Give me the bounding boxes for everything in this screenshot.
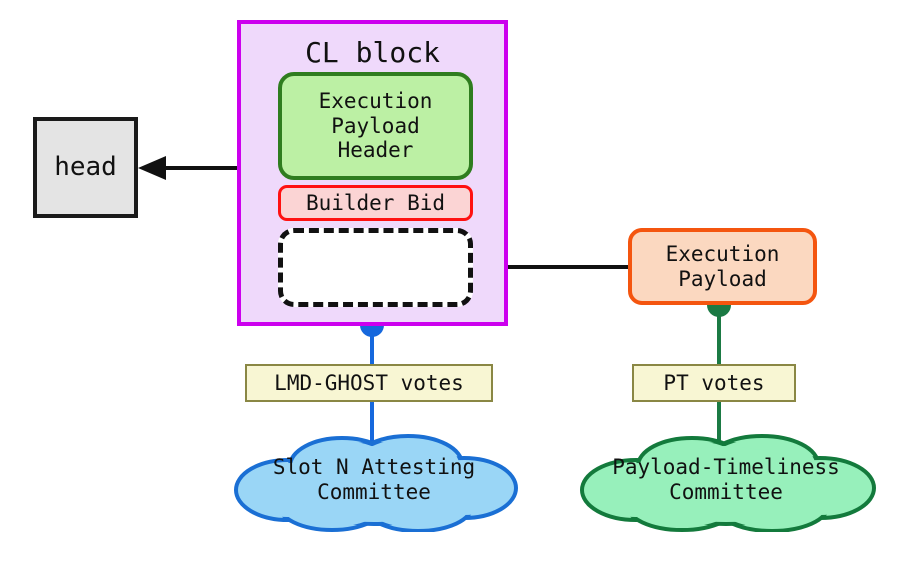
pt-votes-label[interactable]: PT votes [632, 364, 796, 402]
slot-n-attesting-committee-node[interactable]: Slot N Attesting Committee [222, 428, 526, 532]
execution-payload-header-node[interactable]: Execution Payload Header [278, 72, 473, 180]
head-node[interactable]: head [33, 117, 138, 218]
cloud-shape-icon [234, 434, 518, 532]
edge-cl-block-to-head [138, 156, 237, 180]
cloud-shape-icon [580, 434, 876, 532]
slot-n-attesting-committee-label: Slot N Attesting Committee [272, 454, 476, 504]
lmd-ghost-votes-label[interactable]: LMD-GHOST votes [245, 364, 493, 402]
payload-timeliness-committee-label: Payload-Timeliness Committee [612, 454, 840, 504]
arrowhead-icon [138, 156, 166, 180]
builder-bid-node[interactable]: Builder Bid [278, 185, 473, 221]
payload-timeliness-committee-node[interactable]: Payload-Timeliness Committee [568, 428, 884, 532]
execution-payload-node[interactable]: Execution Payload [628, 228, 817, 305]
empty-payload-slot-node[interactable] [278, 228, 473, 307]
cl-block-title: CL block [305, 36, 440, 69]
